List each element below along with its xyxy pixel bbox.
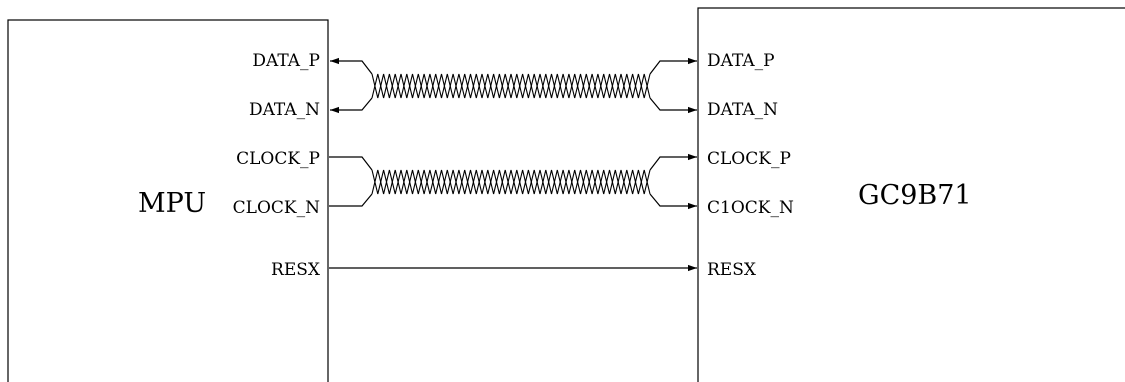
twisted-pair-clock (371, 169, 651, 195)
wire-clock-n (329, 193, 697, 206)
gc9b71-pin-data-p: DATA_P (707, 51, 775, 71)
mpu-pin-clock-p: CLOCK_P (236, 149, 320, 169)
gc9b71-pin-clock-n: C1OCK_N (707, 198, 794, 218)
mpu-pin-data-p: DATA_P (252, 51, 320, 71)
mpu-box (7, 19, 329, 382)
gc9b71-pin-resx: RESX (707, 260, 757, 280)
twist-data-strand-1 (371, 73, 651, 99)
wire-data-n (330, 97, 697, 110)
mpu-pin-data-n: DATA_N (249, 100, 320, 120)
mpu-label: MPU (138, 188, 206, 219)
wire-data-p (330, 61, 697, 75)
twisted-pair-data (371, 73, 651, 99)
mpu-pin-clock-n: CLOCK_N (233, 198, 320, 218)
wire-clock-p (329, 157, 697, 171)
gc9b71-pin-clock-p: CLOCK_P (707, 149, 791, 169)
gc9b71-label: GC9B71 (858, 180, 972, 211)
gc9b71-pin-data-n: DATA_N (707, 100, 778, 120)
twist-data-strand-2 (371, 73, 651, 99)
mpu-pin-resx: RESX (271, 260, 321, 280)
twist-clock-strand-1 (371, 169, 651, 195)
twist-clock-strand-2 (371, 169, 651, 195)
